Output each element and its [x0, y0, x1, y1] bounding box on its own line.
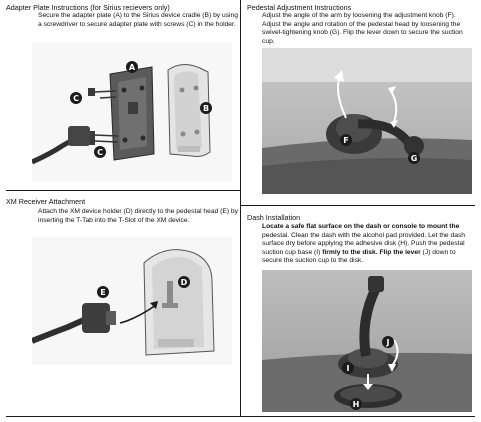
dash-heading: Dash Installation — [247, 213, 301, 222]
dash-installation-photo: J I H — [262, 270, 472, 412]
xm-heading: XM Receiver Attachment — [6, 197, 86, 206]
label-b: B — [203, 104, 209, 113]
label-f: F — [343, 136, 348, 145]
adapter-instructions: Secure the adapter plate (A) to the Siri… — [38, 12, 238, 28]
bottom-rule — [6, 416, 475, 417]
right-horizontal-divider — [241, 205, 475, 206]
left-horizontal-divider — [6, 190, 240, 191]
label-d: D — [181, 278, 188, 287]
adapter-plate-illustration: A B C C — [32, 42, 232, 182]
dash-instructions: Locate a safe flat surface on the dash o… — [262, 223, 474, 266]
vertical-divider — [240, 0, 241, 416]
label-c-upper: C — [73, 94, 79, 103]
pedestal-adjustment-photo: F G — [262, 48, 472, 194]
xm-instructions: Attach the XM device holder (D) directly… — [38, 208, 238, 224]
dash-instructions-bold-2: firmly to the disk. Flip the lever — [322, 248, 421, 256]
dash-instructions-bold-1: Locate a safe flat surface on the dash o… — [262, 223, 460, 230]
dash-instructions-text-1: pedestal. Clean the dash with the alcoho… — [262, 231, 465, 256]
label-j: J — [386, 338, 390, 347]
label-i: I — [347, 364, 350, 373]
label-h: H — [353, 400, 360, 409]
dash-instructions-text-2: (J) down to secure the suction cup to th… — [262, 248, 456, 265]
label-g: G — [411, 154, 418, 163]
xm-holder-illustration: D E — [32, 237, 232, 365]
label-c-lower: C — [97, 148, 103, 157]
pedestal-instructions: Adjust the angle of the arm by loosening… — [262, 12, 463, 45]
pedestal-heading: Pedestal Adjustment Instructions — [247, 3, 352, 12]
label-a: A — [129, 63, 136, 72]
label-e: E — [100, 288, 105, 297]
adapter-heading: Adapter Plate Instructions (for Sirius r… — [6, 3, 170, 12]
